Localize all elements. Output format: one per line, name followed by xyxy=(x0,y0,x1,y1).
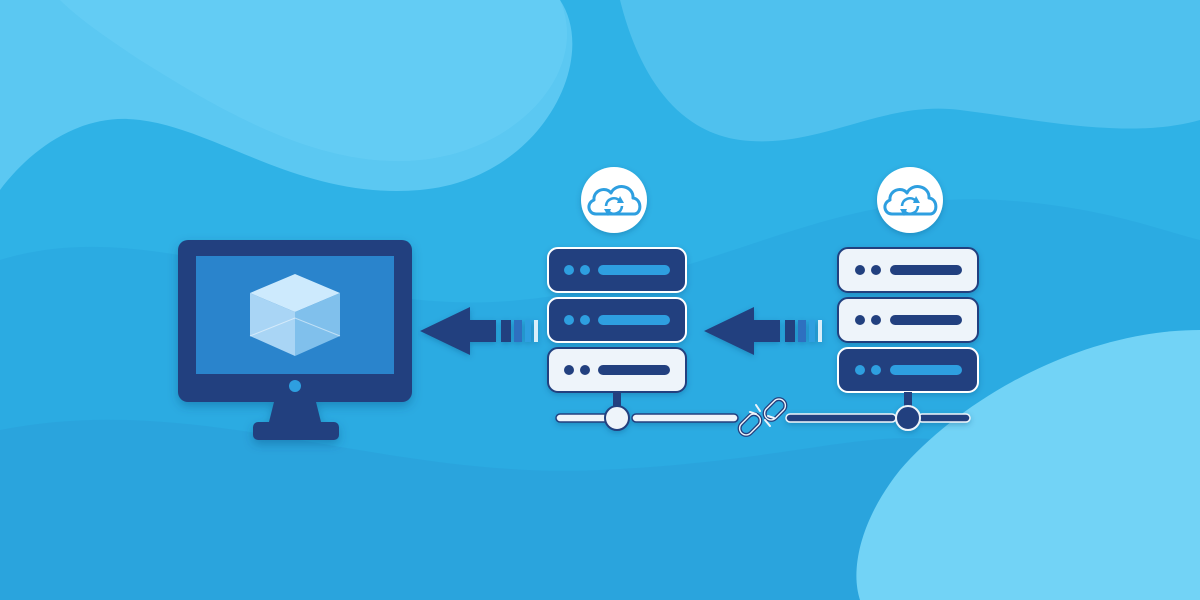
cloud-sync-icon xyxy=(581,167,647,233)
network-connection-line xyxy=(785,405,971,431)
server-stack-icon xyxy=(547,247,687,410)
server-unit xyxy=(837,347,979,393)
background-wave-top-right xyxy=(620,0,1200,142)
background-wave-bottom-right xyxy=(856,330,1200,600)
virtual-machine-cube-icon xyxy=(249,274,341,356)
server-unit xyxy=(837,247,979,293)
server-unit xyxy=(547,247,687,293)
server-unit xyxy=(547,347,687,393)
server-stack-icon xyxy=(837,247,979,410)
background-wave-top-highlight xyxy=(60,0,568,162)
server-unit xyxy=(837,297,979,343)
arrow-left-icon xyxy=(420,307,538,355)
server-unit xyxy=(547,297,687,343)
background-wave-bottom xyxy=(0,419,940,600)
cloud-sync-icon xyxy=(877,167,943,233)
arrow-left-icon xyxy=(704,307,822,355)
broken-chain-link-icon xyxy=(737,397,788,437)
network-connection-line xyxy=(555,405,739,431)
